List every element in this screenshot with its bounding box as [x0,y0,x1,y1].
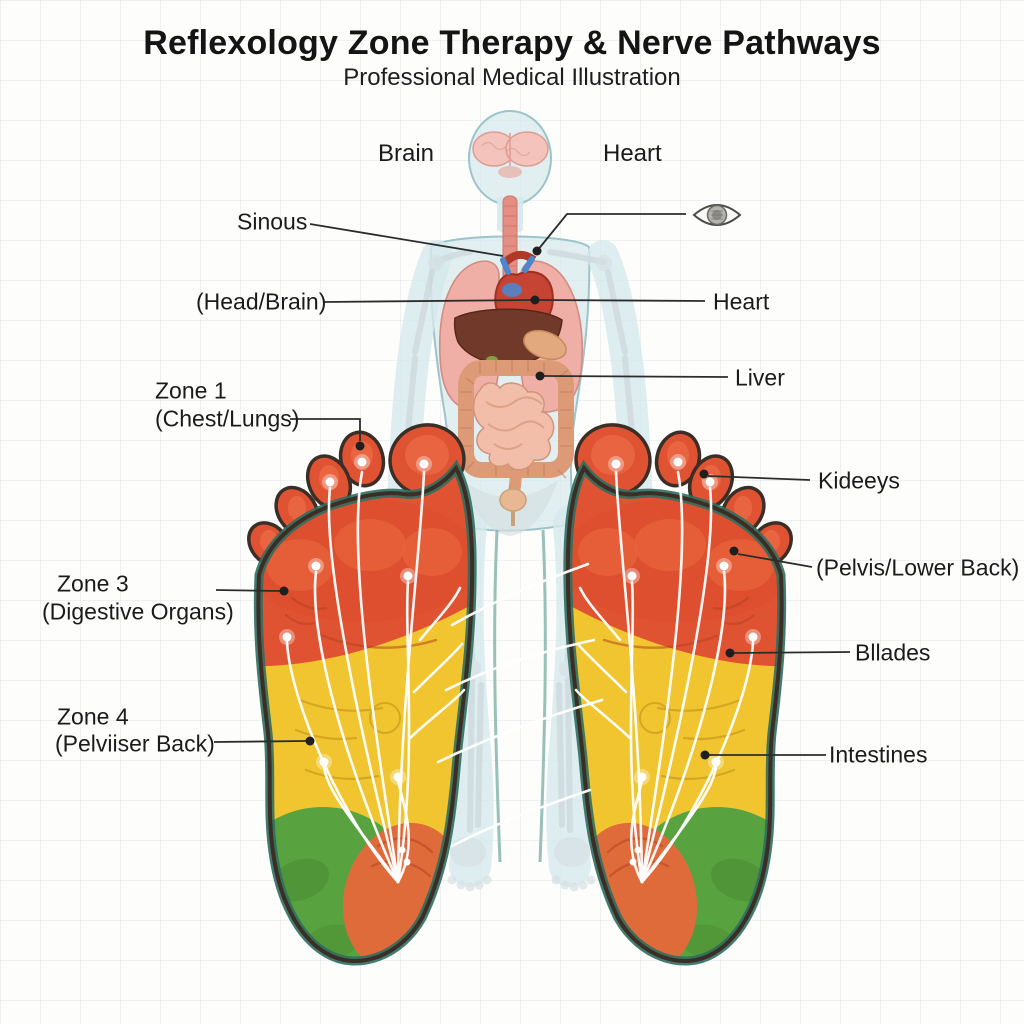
label-zone3-line2: (Digestive Organs) [42,598,234,625]
leader-zone3 [215,589,281,592]
leader-kidneys [707,475,811,481]
page-title: Reflexology Zone Therapy & Nerve Pathway… [143,24,881,62]
label-liver: Liver [735,364,785,391]
leader-pelvis [737,553,813,568]
leader-lines [213,213,851,760]
label-intestines: Intestines [829,741,928,768]
label-brain: Brain [378,140,435,167]
organ-bladder [499,488,527,526]
skeleton-foot-right [551,837,596,892]
leader-heart-top [536,213,686,252]
organ-stomach [523,329,567,361]
eye-icon [692,204,742,226]
label-zone3-line1: Zone 3 [57,570,129,597]
label-zone1-line2: (Chest/Lungs) [155,405,300,432]
organ-brain [472,131,549,178]
nerve-crossing-lines [436,562,604,848]
label-bladder: Bllades [855,639,931,666]
label-head-brain: (Head/Brain) [196,288,327,315]
label-pelvis-lower-back: (Pelvis/Lower Back) [816,554,1020,581]
label-sinous: Sinous [237,208,308,235]
label-heart-top: Heart [603,140,662,167]
label-heart-right: Heart [713,288,770,315]
leader-zone4 [213,740,307,743]
leader-zone1 [290,418,361,441]
label-zone1-line1: Zone 1 [155,377,227,404]
leader-heart-right [538,299,706,302]
page-subtitle: Professional Medical Illustration [343,64,681,91]
label-zone4-line1: Zone 4 [57,703,129,730]
leader-liver [543,375,729,378]
leader-sinous [309,223,504,257]
leader-head-brain [323,299,532,303]
body-silhouette [382,110,658,892]
label-zone4-line2: (Pelviiser Back) [55,730,215,757]
label-kidneys: Kideeys [818,467,900,494]
skeleton-foot-left [447,837,492,892]
leader-bladder [733,651,851,654]
